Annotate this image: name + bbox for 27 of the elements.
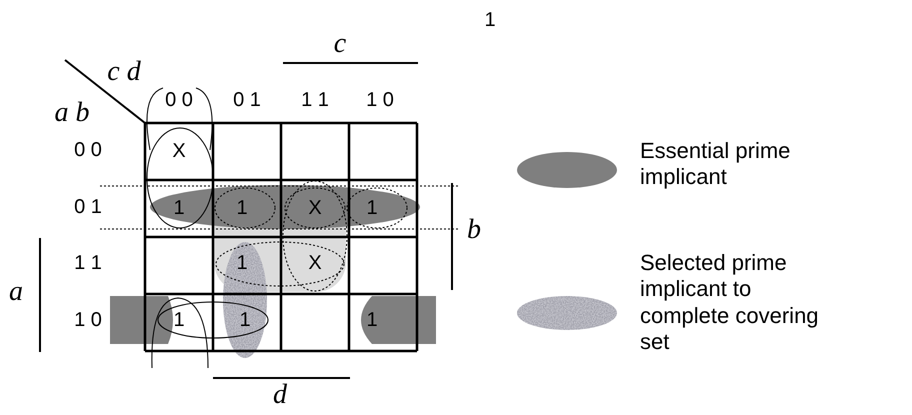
variable-label: c d	[107, 58, 141, 86]
variable-label: b	[467, 216, 481, 244]
cell-value: 1	[236, 253, 248, 273]
column-header: 0 1	[233, 90, 261, 110]
variable-label: d	[273, 381, 287, 409]
row-header: 1 1	[74, 253, 102, 273]
cell-value: 1	[173, 198, 185, 218]
cell-value: 1	[239, 310, 251, 330]
row-header: 1 0	[74, 310, 102, 330]
row-header: 0 1	[74, 197, 102, 217]
column-header: 0 0	[165, 90, 193, 110]
variable-label: a b	[54, 99, 90, 127]
cell-value: 1	[236, 198, 248, 218]
cell-value: X	[308, 198, 322, 218]
legend-label: Essential prime implicant	[640, 138, 792, 191]
cell-value: X	[308, 253, 322, 273]
page-number: 1	[484, 10, 496, 30]
column-header: 1 0	[366, 90, 394, 110]
cell-value: 1	[366, 198, 378, 218]
cell-value: X	[172, 141, 186, 161]
column-header: 1 1	[301, 90, 329, 110]
cell-value: 1	[366, 310, 378, 330]
row-header: 0 0	[74, 140, 102, 160]
variable-label: a	[9, 278, 23, 306]
legend-label: Selected prime implicant to complete covering set	[640, 250, 820, 356]
cell-value: 1	[173, 310, 185, 330]
variable-label: c	[334, 30, 346, 58]
